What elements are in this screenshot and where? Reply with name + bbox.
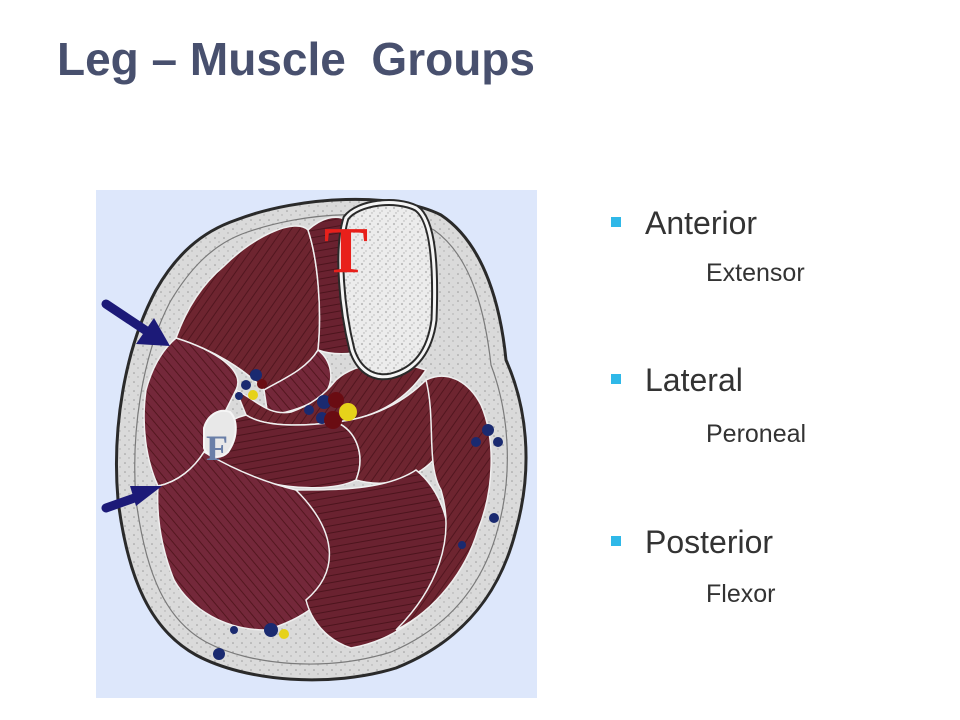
slide-title: Leg – Muscle Groups [57, 33, 535, 85]
tibia-label: T [324, 214, 368, 287]
tibia-cortex [339, 201, 437, 379]
group-sublabel: Flexor [706, 580, 776, 608]
muscle-anterior-2 [263, 348, 332, 417]
arrow-anterior-septum [101, 299, 170, 346]
square-bullet-icon [611, 217, 621, 227]
superficial-veins [213, 424, 503, 660]
arrow-posterior-septum [101, 486, 162, 513]
fibula-bone [203, 409, 237, 458]
fibula-label: F [206, 428, 228, 468]
square-bullet-icon [611, 374, 621, 384]
group-label: Lateral [645, 362, 743, 398]
group-sublabel: Extensor [706, 259, 805, 287]
deep-fascia [134, 214, 508, 665]
neurovascular-bundle-anterior [235, 369, 267, 400]
group-label: Anterior [645, 205, 758, 241]
group-sublabel: Peroneal [706, 420, 807, 448]
leg-cross-section-figure: T F [96, 190, 537, 698]
square-bullet-icon [611, 536, 621, 546]
muscle-gastrocnemius-medial [395, 375, 492, 631]
neurovascular-bundle-posterior [304, 392, 357, 429]
group-label: Posterior [645, 524, 774, 560]
